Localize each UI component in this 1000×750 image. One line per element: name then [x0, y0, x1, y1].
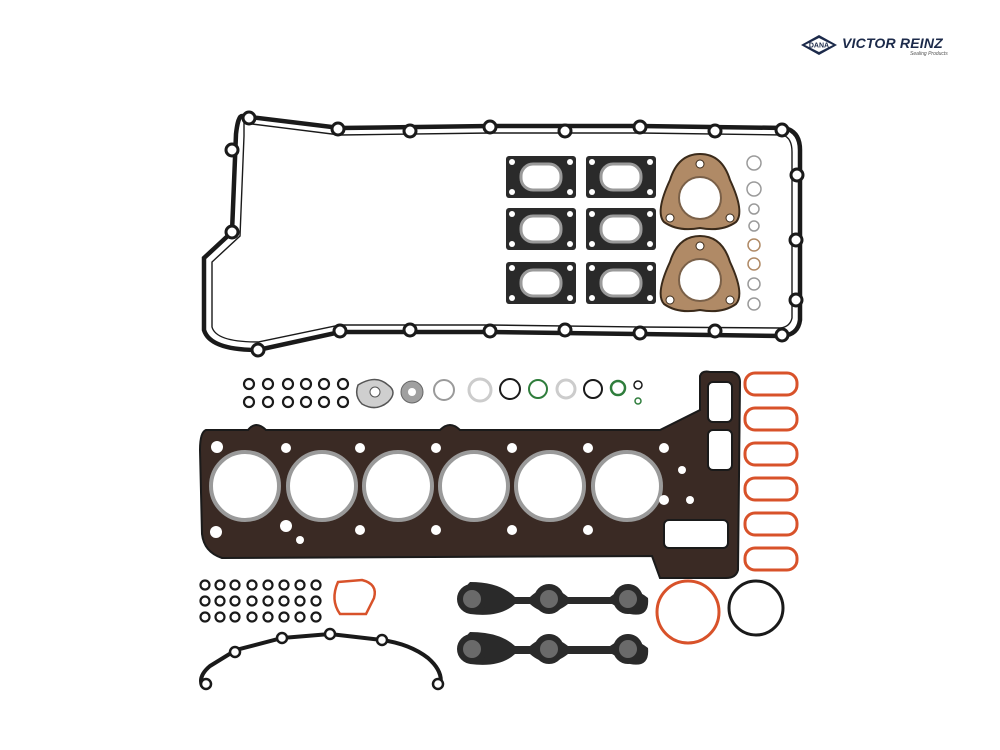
washer: [400, 380, 424, 404]
exhaust-gasket-6: [586, 262, 656, 304]
timing-cover-bolt-holes: [199, 627, 445, 691]
valve-cover-gasket: [201, 113, 803, 353]
valve-cover-bolt-holes: [224, 110, 805, 358]
brand-name: VICTOR REINZ: [842, 35, 943, 51]
spark-plug-tube-seal-upper: [457, 582, 649, 615]
thermostat-gasket: [355, 378, 394, 409]
orange-shaped-seal: [333, 578, 376, 616]
exhaust-gasket-4: [586, 208, 656, 250]
exhaust-gasket-2: [586, 156, 656, 198]
head-gasket-holes: [210, 441, 694, 544]
brand-logo: DANA VICTOR REINZ Sealing Products: [800, 34, 950, 60]
exhaust-gasket-1: [506, 156, 576, 198]
spark-plug-tube-seal-lower: [457, 632, 649, 665]
intake-manifold-gaskets: [743, 371, 799, 572]
ring-row: [433, 377, 643, 405]
sealing-ring-column: [746, 155, 762, 311]
exhaust-gasket-3: [506, 208, 576, 250]
dana-badge-icon: DANA: [801, 35, 837, 55]
dana-badge-text: DANA: [809, 43, 829, 50]
valve-stem-seals: [199, 579, 322, 623]
large-o-rings: [655, 579, 785, 645]
flange-gasket-lower: [659, 234, 741, 313]
brand-tagline: Sealing Products: [910, 51, 948, 57]
flange-gasket-upper: [659, 152, 741, 231]
exhaust-manifold-gaskets: [506, 156, 656, 304]
timing-cover-gasket: [199, 631, 443, 687]
cylinder-bores: [209, 450, 663, 522]
o-ring-grid-top: [242, 377, 350, 409]
exhaust-flange-gaskets: [659, 152, 741, 313]
exhaust-gasket-5: [506, 262, 576, 304]
